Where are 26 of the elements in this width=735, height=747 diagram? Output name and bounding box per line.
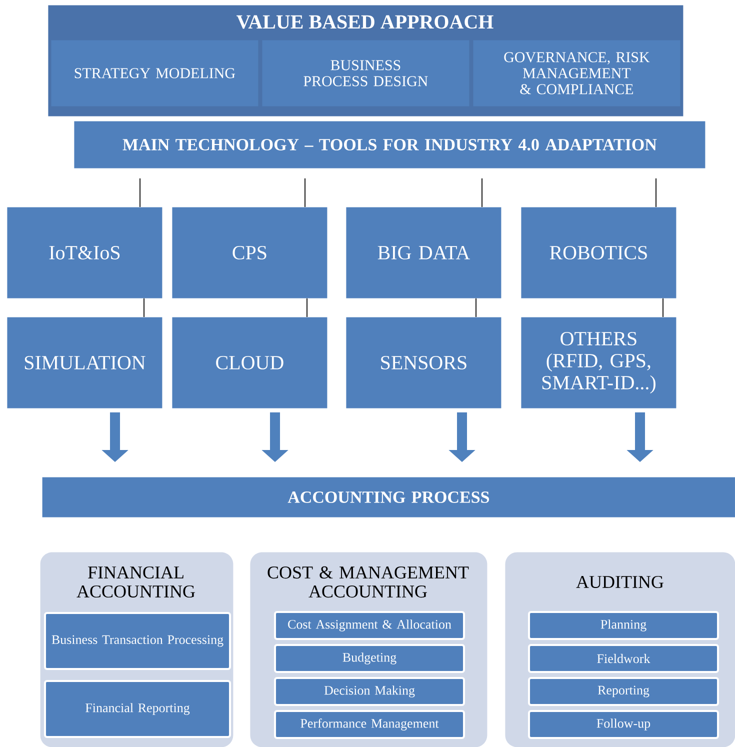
process-box: STRATEGY MODELING bbox=[51, 40, 258, 106]
connector-line bbox=[662, 298, 664, 318]
process-box: SIMULATION bbox=[7, 317, 162, 408]
process-box: IoT&IoS bbox=[7, 207, 162, 298]
item-box: Business Transaction Processing bbox=[44, 612, 231, 670]
item-box: Financial Reporting bbox=[44, 680, 231, 738]
item-box: Fieldwork bbox=[528, 644, 719, 673]
item-box: Decision Making bbox=[274, 677, 465, 706]
item-box: Follow-up bbox=[528, 710, 719, 739]
process-box: GOVERNANCE, RISK MANAGEMENT & COMPLIANCE bbox=[473, 40, 680, 106]
item-box: Cost Assignment & Allocation bbox=[274, 611, 465, 640]
process-box: BUSINESS PROCESS DESIGN bbox=[262, 40, 470, 106]
process-box: SENSORS bbox=[346, 317, 502, 408]
process-box: ROBOTICS bbox=[521, 207, 676, 298]
item-box: Budgeting bbox=[274, 644, 465, 673]
process-box: CLOUD bbox=[172, 317, 328, 408]
process-box: MAIN TECHNOLOGY – TOOLS FOR INDUSTRY 4.0 ADAPTATION bbox=[74, 121, 706, 168]
connector-line bbox=[306, 298, 308, 318]
connector-line bbox=[304, 178, 306, 208]
item-box: Performance Management bbox=[274, 710, 465, 739]
item-box: Reporting bbox=[528, 677, 719, 706]
process-box: BIG DATA bbox=[346, 207, 502, 298]
process-box: OTHERS (RFID, GPS, SMART-ID...) bbox=[521, 317, 676, 408]
process-box: CPS bbox=[172, 207, 328, 298]
item-box: Planning bbox=[528, 611, 719, 640]
process-box: ACCOUNTING PROCESS bbox=[42, 477, 735, 518]
